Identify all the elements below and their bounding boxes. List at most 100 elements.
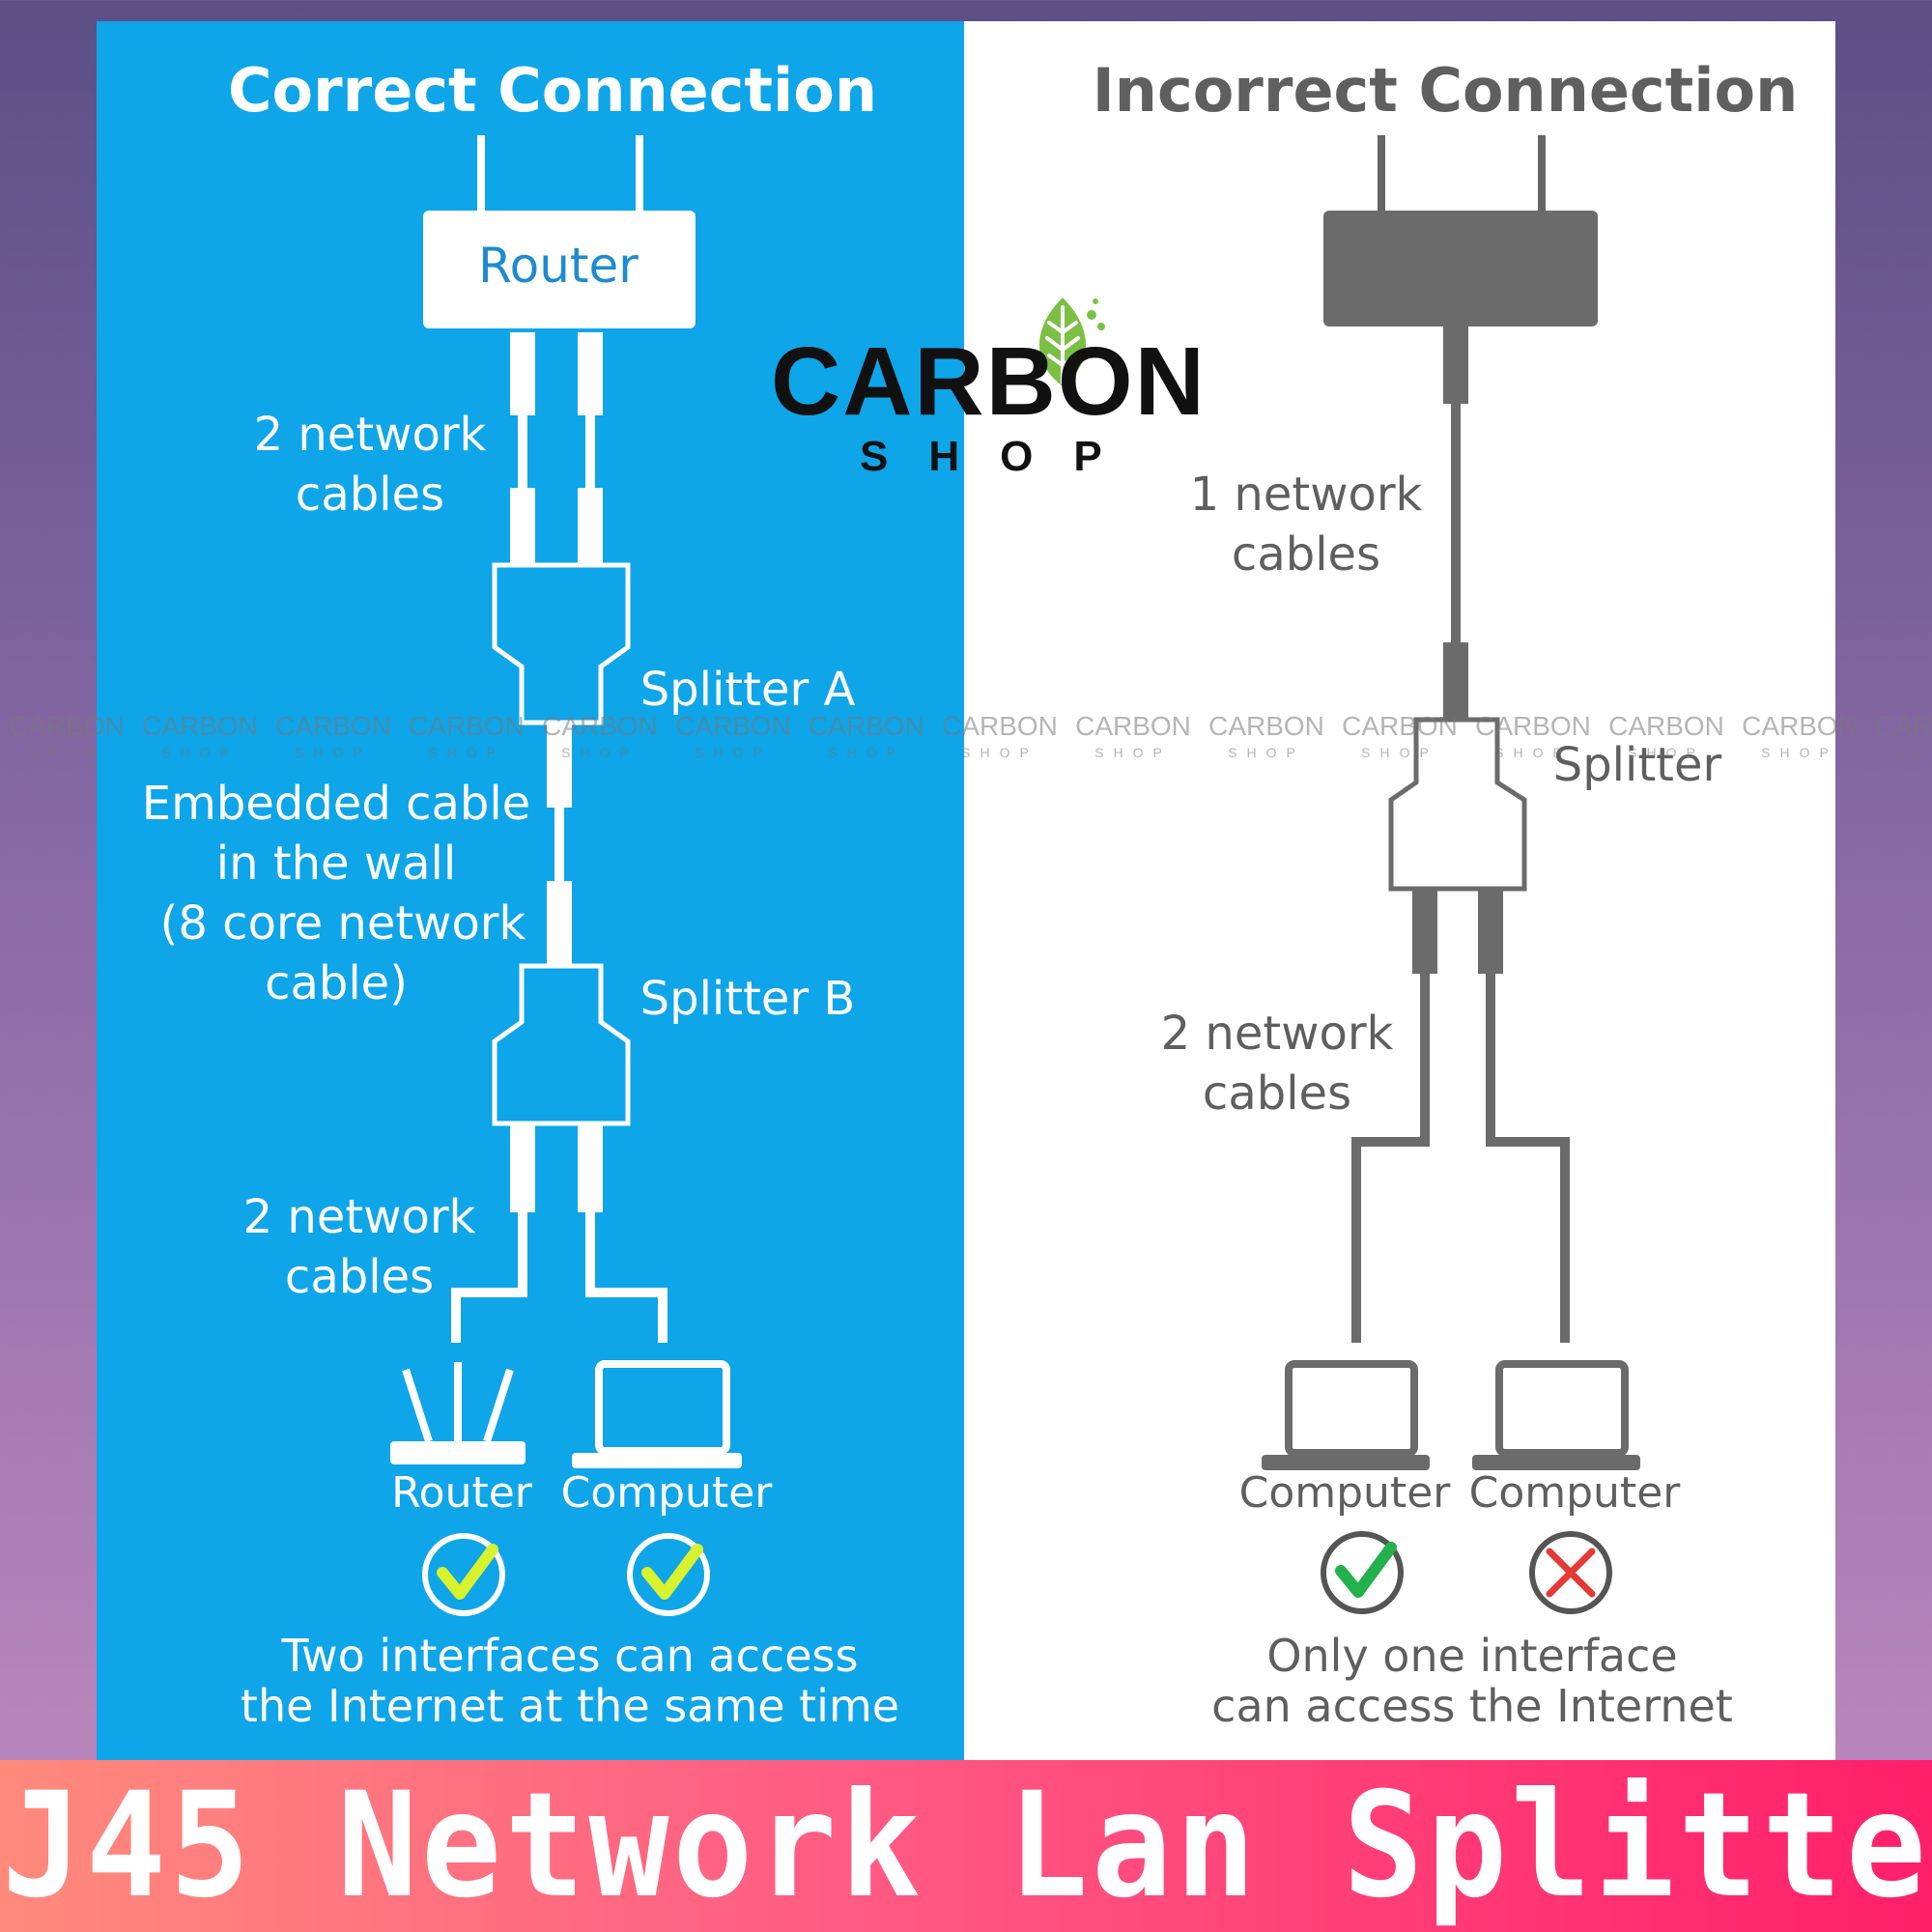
right-device2-label: Computer bbox=[1469, 1468, 1682, 1518]
watermark-sub: SHOP bbox=[1494, 745, 1572, 760]
carbon-shop-logo: CARBON SHOP bbox=[771, 288, 1205, 491]
watermark-word: CARBON bbox=[1342, 713, 1458, 741]
right-title: Incorrect Connection bbox=[1093, 55, 1799, 126]
logo-wordmark: CARBON bbox=[771, 327, 1207, 436]
watermark-sub: SHOP bbox=[695, 745, 772, 760]
left-caption-line2: the Internet at the same time bbox=[241, 1680, 899, 1732]
right-cables-bottom-line2: cables bbox=[1203, 1066, 1351, 1121]
splitter-a-label: Splitter A bbox=[640, 663, 856, 717]
right-router-box bbox=[1323, 211, 1598, 327]
watermark-strip: CARBON SHOP CARBON SHOP CARBON SHOP CARBON SHOP… bbox=[0, 713, 1932, 771]
watermark-item: CARBON SHOP bbox=[933, 713, 1066, 771]
router-box bbox=[423, 211, 696, 328]
router-antenna-right bbox=[636, 135, 643, 214]
watermark-sub: SHOP bbox=[161, 745, 239, 760]
banner-title: RJ45 Network Lan Splitter bbox=[0, 1762, 1932, 1930]
bottom-cables bbox=[451, 1123, 668, 1343]
title-banner: RJ45 Network Lan Splitter bbox=[0, 1760, 1932, 1932]
right-caption-line1: Only one interface bbox=[1266, 1630, 1677, 1682]
right-device1-label: Computer bbox=[1239, 1468, 1452, 1518]
splitter-b-shape bbox=[492, 963, 631, 1126]
left-caption-line1: Two interfaces can access bbox=[281, 1630, 859, 1682]
watermark-sub: SHOP bbox=[828, 745, 905, 760]
watermark-item: CARBON SHOP bbox=[1333, 713, 1466, 771]
watermark-item: CARBON SHOP bbox=[1600, 713, 1733, 771]
watermark-item: CARBON SHOP bbox=[1200, 713, 1333, 771]
watermark-sub: SHOP bbox=[1228, 745, 1305, 760]
watermark-sub: SHOP bbox=[961, 745, 1038, 760]
watermark-word: CARBON bbox=[409, 713, 525, 741]
watermark-sub: SHOP bbox=[28, 745, 105, 760]
watermark-sub: SHOP bbox=[1361, 745, 1438, 760]
cables-bottom-label-line2: cables bbox=[285, 1250, 434, 1304]
router-device-icon bbox=[390, 1362, 526, 1464]
watermark-item: CARBON SHOP bbox=[533, 713, 667, 771]
left-title: Correct Connection bbox=[228, 55, 877, 126]
right-bottom-cables bbox=[1351, 889, 1570, 1343]
watermark-word: CARBON bbox=[1742, 713, 1858, 741]
check-icon bbox=[627, 1533, 710, 1616]
splitter-a-shape bbox=[492, 562, 631, 725]
watermark-word: CARBON bbox=[1875, 713, 1932, 741]
watermark-item: CARBON SHOP bbox=[1066, 713, 1200, 771]
embedded-label-line1: Embedded cable bbox=[142, 777, 530, 831]
left-device2-label: Computer bbox=[561, 1468, 774, 1518]
cross-icon bbox=[1529, 1531, 1612, 1614]
watermark-item: CARBON SHOP bbox=[1866, 713, 1932, 771]
cables-top-label-line2: cables bbox=[296, 468, 444, 522]
watermark-word: CARBON bbox=[9, 713, 125, 741]
splitter-b-label: Splitter B bbox=[640, 972, 856, 1026]
watermark-item: CARBON SHOP bbox=[1733, 713, 1866, 771]
embedded-cable bbox=[547, 723, 572, 966]
watermark-item: CARBON SHOP bbox=[267, 713, 400, 771]
cables-top-label-line1: 2 network bbox=[254, 408, 487, 462]
watermark-sub: SHOP bbox=[1628, 745, 1705, 760]
right-router-antenna-left bbox=[1378, 135, 1385, 214]
watermark-word: CARBON bbox=[1208, 713, 1324, 741]
watermark-sub: SHOP bbox=[1094, 745, 1172, 760]
right-cables-top-line1: 1 network bbox=[1190, 468, 1423, 522]
watermark-item: CARBON SHOP bbox=[400, 713, 533, 771]
watermark-sub: SHOP bbox=[295, 745, 372, 760]
embedded-label-line3: (8 core network bbox=[160, 896, 526, 951]
router-antenna-left bbox=[477, 135, 485, 214]
watermark-word: CARBON bbox=[942, 713, 1058, 741]
watermark-item: CARBON SHOP bbox=[0, 713, 133, 771]
watermark-word: CARBON bbox=[675, 713, 791, 741]
right-router-antenna-right bbox=[1538, 135, 1546, 214]
watermark-word: CARBON bbox=[275, 713, 391, 741]
watermark-word: CARBON bbox=[1608, 713, 1724, 741]
right-single-cable bbox=[1443, 327, 1468, 720]
watermark-item: CARBON SHOP bbox=[800, 713, 933, 771]
top-cables bbox=[510, 332, 603, 565]
leaf-icon bbox=[1038, 298, 1105, 386]
watermark-item: CARBON SHOP bbox=[667, 713, 800, 771]
router-box-label: Router bbox=[478, 238, 639, 294]
watermark-sub: SHOP bbox=[1894, 745, 1932, 760]
watermark-word: CARBON bbox=[542, 713, 658, 741]
computer-device-icon bbox=[1472, 1360, 1640, 1470]
check-icon bbox=[422, 1533, 505, 1616]
embedded-label-line2: in the wall bbox=[216, 837, 456, 891]
computer-device-icon bbox=[1262, 1360, 1430, 1470]
right-caption-line2: can access the Internet bbox=[1211, 1680, 1733, 1732]
right-cables-bottom-line1: 2 network bbox=[1161, 1007, 1394, 1061]
left-device1-label: Router bbox=[391, 1468, 533, 1518]
embedded-label-line4: cable) bbox=[265, 956, 408, 1010]
watermark-item: CARBON SHOP bbox=[1466, 713, 1600, 771]
right-cables-top-line2: cables bbox=[1232, 527, 1380, 582]
right-splitter-shape bbox=[1388, 717, 1527, 892]
watermark-sub: SHOP bbox=[428, 745, 505, 760]
right-splitter-label: Splitter bbox=[1553, 738, 1722, 792]
watermark-word: CARBON bbox=[809, 713, 924, 741]
watermark-word: CARBON bbox=[1075, 713, 1191, 741]
logo-subtitle: SHOP bbox=[860, 433, 1143, 480]
cables-bottom-label-line1: 2 network bbox=[243, 1190, 476, 1244]
watermark-sub: SHOP bbox=[1761, 745, 1838, 760]
watermark-word: CARBON bbox=[1475, 713, 1591, 741]
check-icon bbox=[1321, 1531, 1404, 1614]
computer-device-icon bbox=[572, 1360, 742, 1468]
watermark-sub: SHOP bbox=[561, 745, 639, 760]
